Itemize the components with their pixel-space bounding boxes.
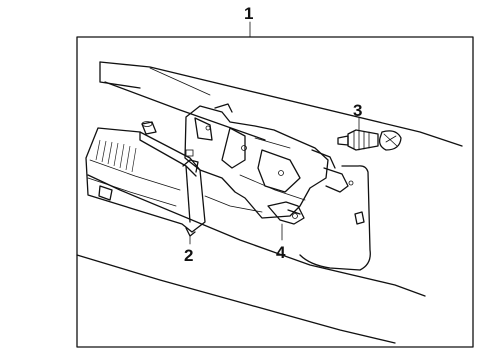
callout-3: 3: [353, 101, 362, 120]
body-panel: [76, 61, 463, 344]
headlamp-bracket: [184, 103, 354, 219]
bulb-socket: [141, 121, 157, 135]
callout-2: 2: [184, 246, 193, 265]
assembly-frame: [76, 36, 474, 348]
retainer-clip: [354, 211, 365, 225]
headlamp-bulb: [337, 129, 402, 151]
adjuster-screw: [204, 195, 305, 225]
callout-4: 4: [276, 243, 286, 262]
leader-lines: [189, 21, 360, 245]
callout-1: 1: [244, 4, 253, 23]
